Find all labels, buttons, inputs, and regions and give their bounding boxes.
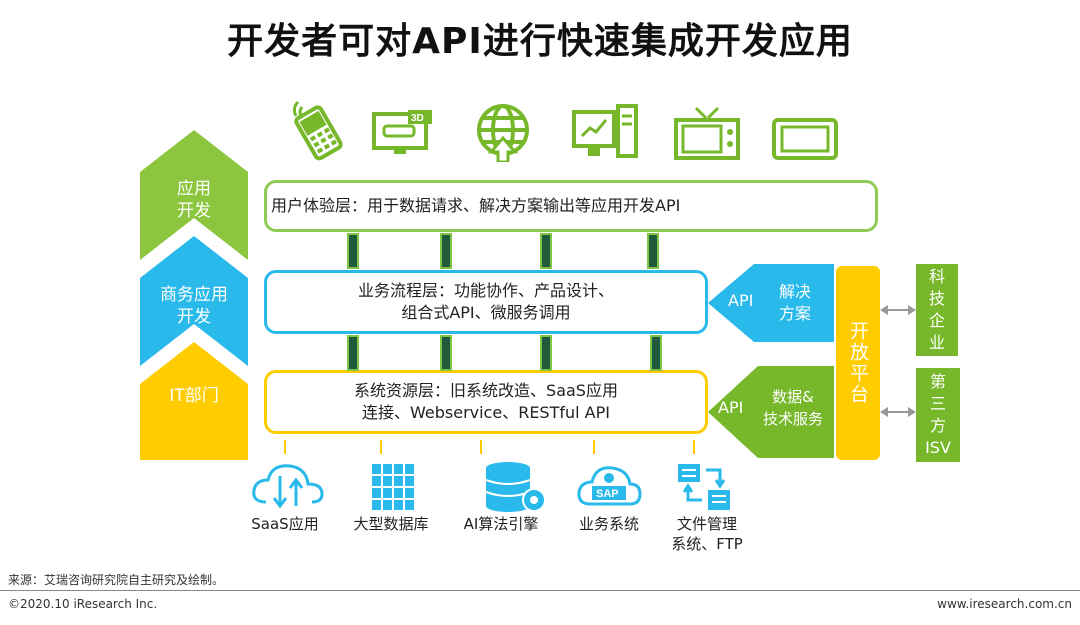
- dash-connector: [693, 440, 695, 454]
- third-party-isv-box: 第 三 方 ISV: [916, 368, 960, 462]
- globe-icon: [477, 104, 529, 162]
- left-arrow-label-it: IT部门: [169, 386, 219, 406]
- layer-connector: [347, 233, 359, 269]
- resource-label-database: 大型数据库: [353, 515, 429, 533]
- double-arrow-icon: [880, 305, 916, 315]
- 3d-monitor-icon: 3D: [372, 110, 432, 154]
- it-dept-arrow: [140, 342, 248, 460]
- website-url: www.iresearch.com.cn: [937, 597, 1072, 611]
- source-note: 来源：艾瑞咨询研究院自主研究及绘制。: [8, 573, 225, 587]
- ux-layer-text: 用户体验层：用于数据请求、解决方案输出等应用开发API: [271, 196, 681, 215]
- cloud-sync-icon: [252, 464, 324, 509]
- business-process-layer: 业务流程层：功能协作、产品设计、 组合式API、微服务调用: [264, 270, 708, 334]
- footer-divider: [0, 590, 1080, 591]
- left-arrow-stack: [140, 130, 248, 460]
- app-dev-arrow: [140, 130, 248, 260]
- open-platform: 开放平台: [836, 266, 880, 460]
- dash-connector: [284, 440, 286, 454]
- tech-company-label: 科 技 企 业: [928, 267, 945, 352]
- dash-connector: [480, 440, 482, 454]
- business-app-dev-arrow: [140, 236, 248, 366]
- dash-connector: [593, 440, 595, 454]
- third-party-isv-label: 第 三 方 ISV: [925, 372, 951, 457]
- resource-label-business-system: 业务系统: [578, 515, 639, 533]
- copyright-text: ©2020.10 iResearch Inc.: [8, 597, 158, 611]
- file-transfer-icon: [678, 464, 730, 510]
- page-title: 开发者可对API进行快速集成开发应用: [227, 21, 853, 62]
- television-icon: [674, 106, 740, 160]
- resource-label-file-ftp: 文件管理 系统、FTP: [671, 515, 743, 553]
- layer-connector: [650, 335, 662, 371]
- resource-label-ai-engine: AI算法引擎: [463, 515, 539, 533]
- svg-text:3D: 3D: [411, 113, 424, 124]
- system-resource-layer: 系统资源层：旧系统改造、SaaS应用 连接、Webservice、RESTful…: [264, 370, 708, 434]
- data-service-arrow: [708, 366, 834, 458]
- layer-connector: [347, 335, 359, 371]
- layer-connector: [440, 233, 452, 269]
- sap-cloud-icon: SAP: [577, 466, 642, 506]
- left-arrow-label-business: 商务应用 开发: [160, 285, 228, 327]
- solution-arrow-label: 解决 方案: [778, 282, 811, 323]
- business-layer-text: 业务流程层：功能协作、产品设计、 组合式API、微服务调用: [357, 281, 614, 322]
- layer-connector: [540, 233, 552, 269]
- solution-arrow: [708, 264, 834, 342]
- data-service-arrow-label: 数据& 技术服务: [762, 388, 823, 428]
- solution-arrow-api: API: [728, 291, 754, 310]
- server-database-icon: [372, 464, 414, 510]
- data-service-arrow-api: API: [718, 398, 744, 417]
- system-layer-text: 系统资源层：旧系统改造、SaaS应用 连接、Webservice、RESTful…: [354, 381, 618, 422]
- svg-text:SAP: SAP: [596, 488, 619, 500]
- double-arrow-icon: [880, 407, 916, 417]
- user-experience-layer: 用户体验层：用于数据请求、解决方案输出等应用开发API: [264, 180, 878, 232]
- mobile-phone-icon: [292, 100, 343, 161]
- database-gear-icon: [485, 462, 546, 512]
- layer-connector: [647, 233, 659, 269]
- desktop-computer-icon: [572, 104, 638, 158]
- layer-connector: [440, 335, 452, 371]
- tablet-icon: [772, 118, 838, 160]
- left-arrow-label-app: 应用 开发: [177, 179, 211, 221]
- resource-label-saas: SaaS应用: [251, 515, 319, 533]
- layer-connector: [540, 335, 552, 371]
- dash-connector: [380, 440, 382, 454]
- tech-company-box: 科 技 企 业: [916, 264, 958, 356]
